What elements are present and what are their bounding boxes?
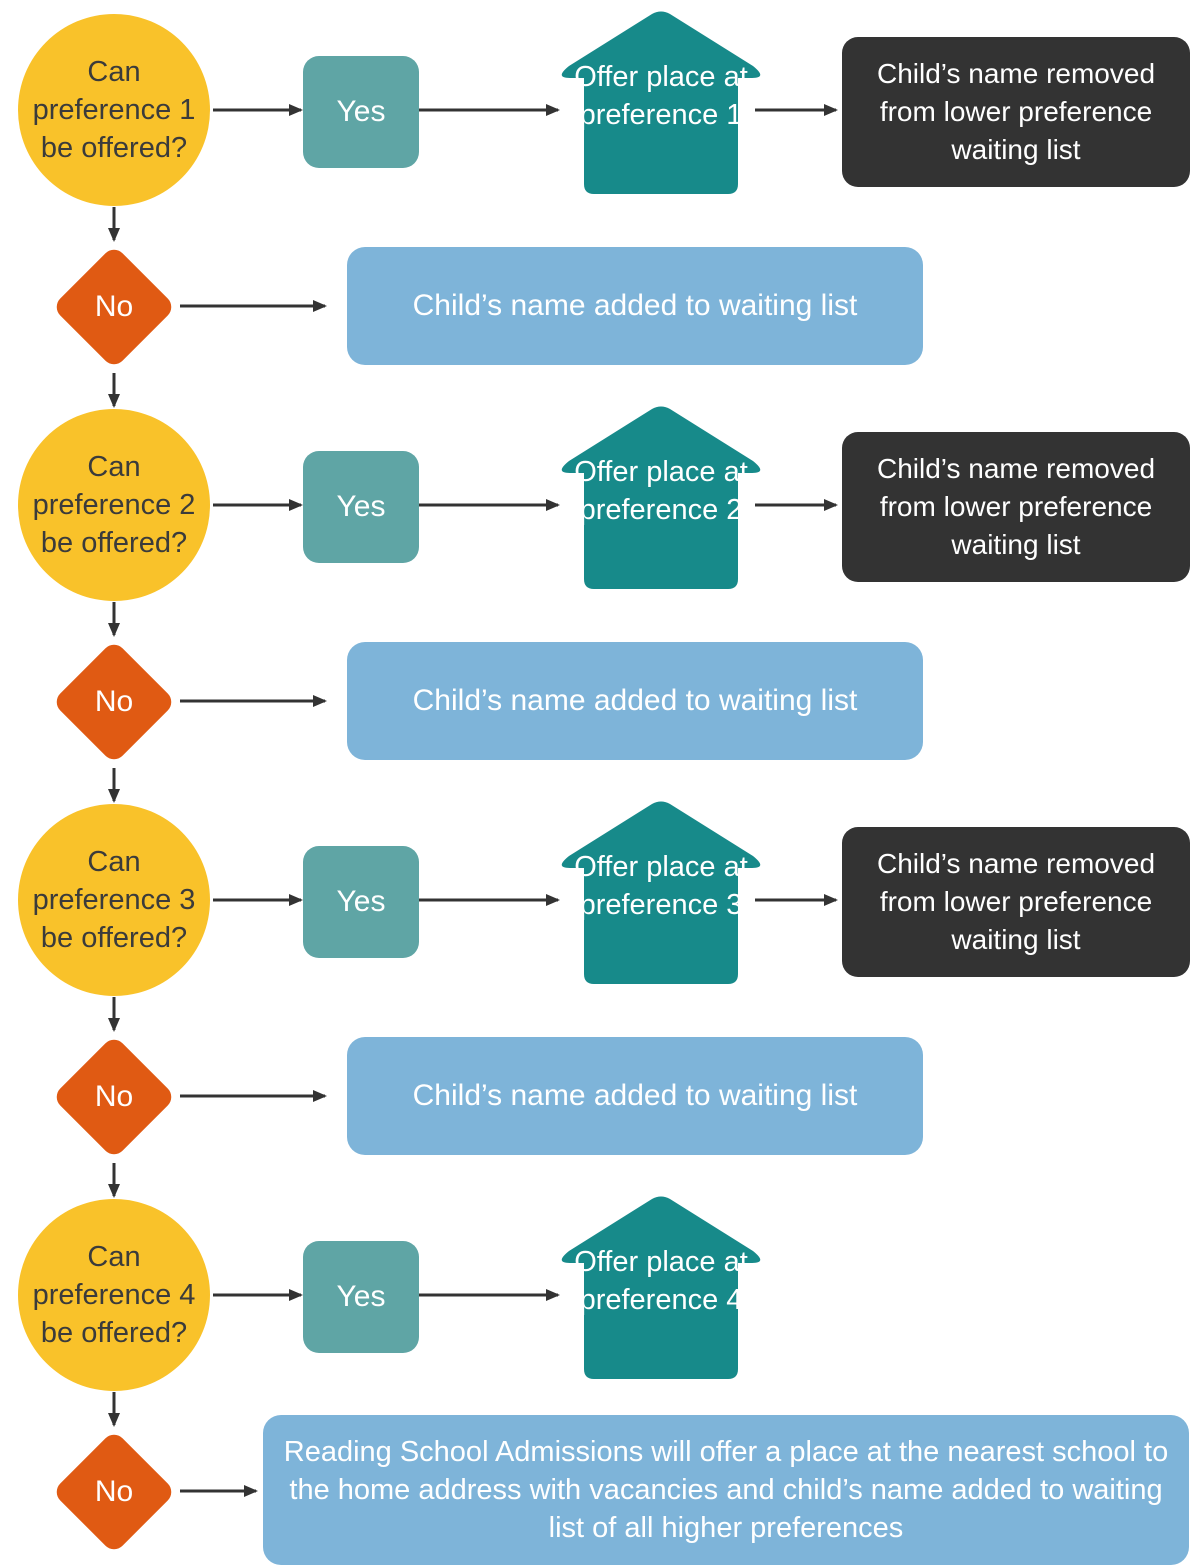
removed-from-waiting-list-box: Child’s name removed from lower preferen… [842,37,1190,187]
yes-box: Yes [303,1241,419,1353]
no-label: No [94,685,134,718]
offer-house: Offer place at preference 2 [552,403,770,589]
question-circle: Can preference 1 be offered? [18,14,210,206]
offer-label: Offer place at preference 1 [574,61,748,131]
no-label: No [94,290,134,323]
yes-box: Yes [303,451,419,563]
removed-from-waiting-list-box: Child’s name removed from lower preferen… [842,827,1190,977]
no-diamond: No [48,1426,180,1558]
waiting-list-box: Child’s name added to waiting list [347,247,923,365]
offer-label: Offer place at preference 3 [574,851,748,921]
removed-from-waiting-list-box: Child’s name removed from lower preferen… [842,432,1190,582]
no-label: No [94,1080,134,1113]
offer-label: Offer place at preference 4 [574,1246,748,1316]
yes-box: Yes [303,846,419,958]
waiting-list-box: Child’s name added to waiting list [347,642,923,760]
offer-label: Offer place at preference 2 [574,456,748,526]
offer-house: Offer place at preference 4 [552,1193,770,1379]
question-circle: Can preference 3 be offered? [18,804,210,996]
no-diamond: No [48,241,180,373]
offer-house: Offer place at preference 1 [552,8,770,194]
question-circle: Can preference 4 be offered? [18,1199,210,1391]
waiting-list-box: Child’s name added to waiting list [347,1037,923,1155]
no-diamond: No [48,636,180,768]
final-outcome-box: Reading School Admissions will offer a p… [263,1415,1189,1565]
no-label: No [94,1475,134,1508]
no-diamond: No [48,1031,180,1163]
yes-box: Yes [303,56,419,168]
offer-house: Offer place at preference 3 [552,798,770,984]
question-circle: Can preference 2 be offered? [18,409,210,601]
